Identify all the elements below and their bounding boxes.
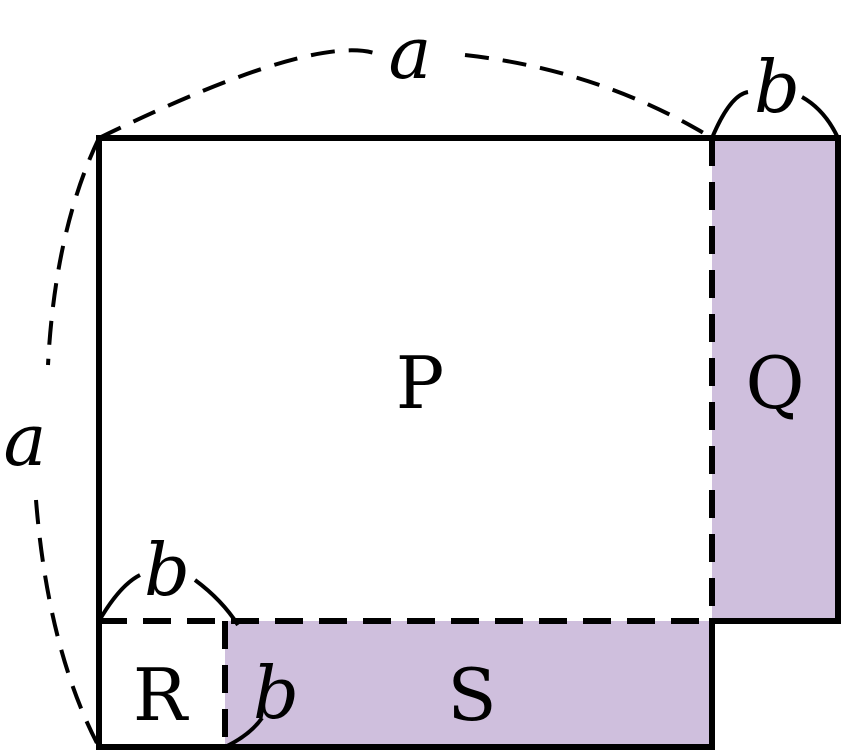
dimension-arc-r-side: [224, 716, 264, 749]
dimension-arc-b-top-right: [800, 95, 840, 139]
dimension-label-top-right-b: b: [754, 45, 800, 129]
dimension-arc-left-top: [46, 137, 101, 366]
region-q-label: Q: [745, 341, 804, 425]
dimension-label-bottom-left-b-top: b: [144, 528, 190, 612]
dimension-label-left-a: a: [4, 398, 47, 482]
dimension-arc-left-bottom: [34, 499, 101, 748]
dimension-arc-top-left: [98, 48, 381, 140]
dimension-label-bottom-left-b-side: b: [253, 651, 299, 735]
region-r-label: R: [133, 653, 189, 737]
dimension-arc-b-top-left: [710, 90, 749, 139]
region-s-label: S: [447, 653, 496, 737]
region-s-fill: [225, 621, 712, 747]
dimension-arc-r-top-left: [97, 573, 141, 623]
dimension-arc-r-top-right: [193, 578, 240, 627]
dimension-arc-top-right: [464, 53, 714, 140]
region-p-label: P: [396, 341, 444, 425]
region-q-fill: [712, 138, 838, 621]
dimension-label-top-a: a: [389, 11, 432, 95]
